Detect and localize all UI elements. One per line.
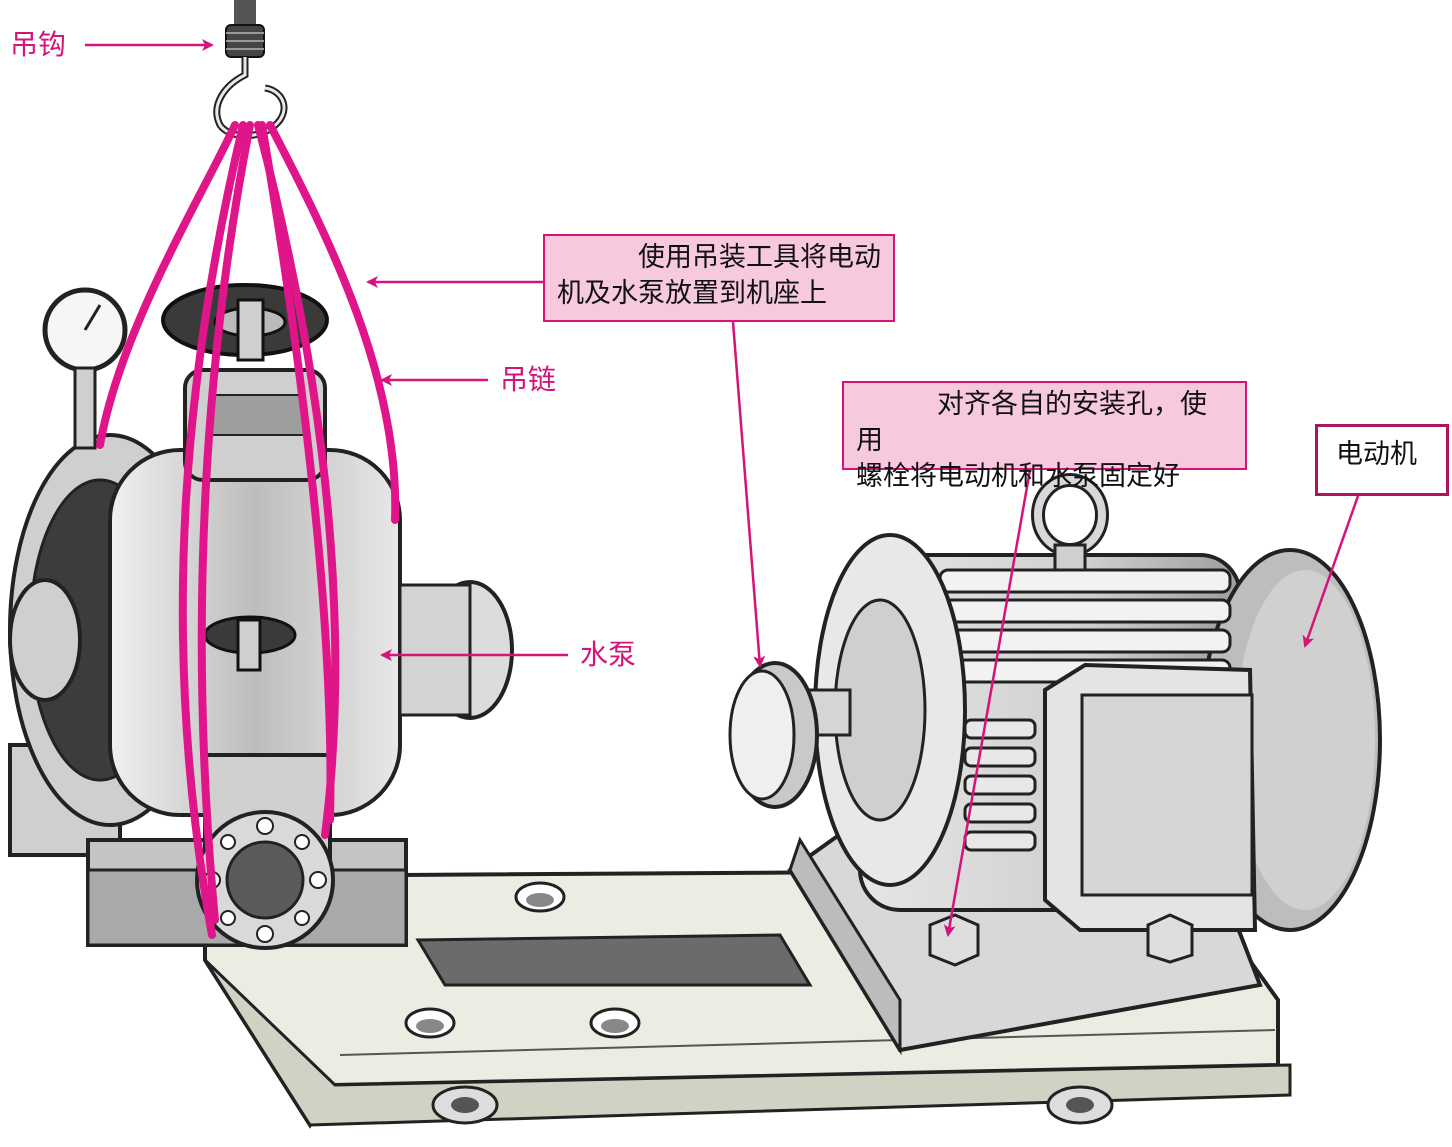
align-instruction-callout: 对齐各自的安装孔，使用 螺栓将电动机和水泵固定好 — [842, 381, 1247, 492]
hoist-instruction-line1: 使用吊装工具将电动 — [638, 242, 881, 273]
hoist-instruction-line2: 机及水泵放置到机座上 — [557, 278, 827, 309]
motor-arrow — [1302, 495, 1360, 648]
leader-arrows — [85, 39, 1360, 937]
hook-label: 吊钩 — [10, 28, 67, 61]
bolt-arrow — [943, 469, 1032, 937]
coupling-arrow — [731, 321, 766, 668]
hoist-hook — [213, 0, 288, 140]
electric-motor — [728, 473, 1382, 1056]
lifting-chains — [96, 121, 400, 939]
motor-label: 电动机 — [1315, 424, 1449, 496]
pump-label: 水泵 — [580, 638, 637, 671]
water-pump — [8, 283, 514, 950]
align-instruction-line1: 对齐各自的安装孔，使用 — [856, 389, 1207, 456]
hoist-instruction-callout: 使用吊装工具将电动 机及水泵放置到机座上 — [543, 234, 895, 322]
chain-label: 吊链 — [500, 363, 557, 396]
align-instruction-line2: 螺栓将电动机和水泵固定好 — [856, 461, 1180, 492]
